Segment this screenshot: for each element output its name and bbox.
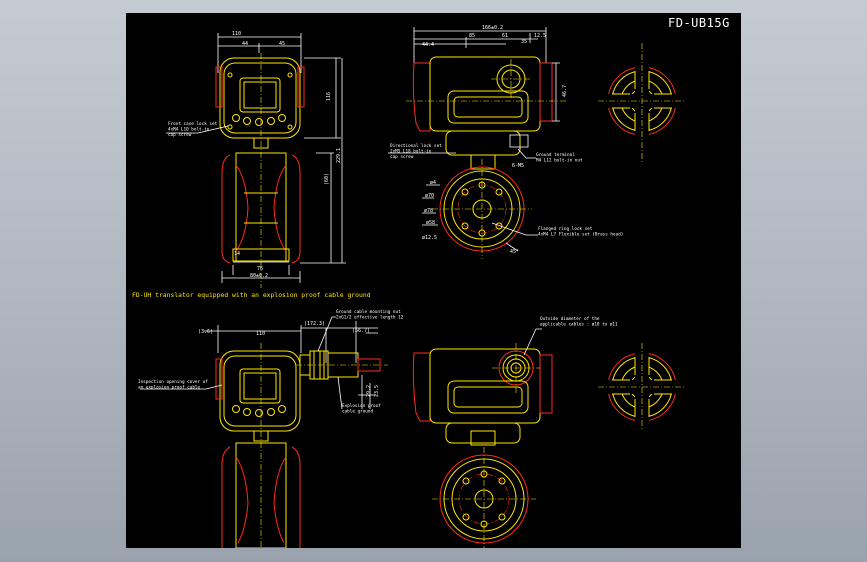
dim-110b: 110 bbox=[256, 331, 265, 337]
flange-bottom bbox=[432, 447, 536, 548]
note-line: M4 L12 bolt-in nut bbox=[536, 157, 583, 163]
dim-567: (56.7) bbox=[352, 328, 370, 334]
note-line: applicable cables : ø10 to ø11 bbox=[540, 321, 618, 327]
dim-o125: ø12.5 bbox=[422, 235, 437, 241]
ring-view-top bbox=[598, 43, 686, 163]
dim-o58: ø58 bbox=[426, 220, 435, 226]
dim-6m5: 6-M5 bbox=[512, 163, 524, 169]
dim-45: 45 bbox=[279, 41, 285, 47]
dim-14: 14 bbox=[234, 251, 240, 257]
front-view-bottom: (3.6) 110 (172.3) (56.7) 29.2 23.5 Inspe… bbox=[138, 309, 404, 548]
note-line: an explosion proof cable bbox=[138, 384, 200, 390]
dim-36: (3.6) bbox=[198, 329, 213, 335]
drawing-title: FD-UB15G bbox=[668, 16, 730, 30]
note-line: cable ground bbox=[342, 408, 373, 414]
dim-1723: (172.3) bbox=[304, 321, 325, 327]
dim-467: 46.7 bbox=[562, 85, 568, 97]
dim-60: (60) bbox=[324, 173, 330, 185]
dim-35: 35 bbox=[521, 39, 527, 45]
dim-166: 166±0.2 bbox=[482, 25, 503, 31]
dim-o78: ø78 bbox=[424, 208, 433, 214]
ring-view-bottom bbox=[598, 343, 686, 431]
dim-229: 229.1 bbox=[336, 148, 342, 163]
dim-125: 12.5 bbox=[534, 33, 546, 39]
dim-o70: ø70 bbox=[425, 193, 434, 199]
dim-o4: ø4 bbox=[430, 180, 436, 186]
note-line: 2xM5 L18 bolt-in bbox=[390, 148, 432, 154]
cad-drawing: FD-UB15G 110 44 45 116 229.1 (60) bbox=[132, 16, 730, 548]
note-line: cap screw bbox=[390, 155, 414, 160]
note-line: 2xG1/2 effective length 12 bbox=[336, 314, 404, 320]
section-heading: FD-UH translator equipped with an explos… bbox=[132, 291, 371, 299]
flange-top: ø4 ø70 ø78 ø58 ø12.5 45° Flanged ring lo… bbox=[422, 159, 623, 259]
note-line: 4xM4 L7 Flexible set (Brass head) bbox=[538, 231, 623, 237]
dim-110: 110 bbox=[232, 31, 241, 37]
dim-80: 80±0.2 bbox=[250, 273, 268, 279]
drawing-sheet: FD-UB15G 110 44 45 116 229.1 (60) bbox=[126, 13, 741, 548]
dim-85: 85 bbox=[469, 33, 475, 39]
dim-44: 44 bbox=[242, 41, 248, 47]
front-view-top: 110 44 45 116 229.1 (60) 14 76 80±0.2 bbox=[166, 31, 346, 288]
dim-444: 44.4 bbox=[422, 42, 434, 48]
dim-61: 61 bbox=[502, 33, 508, 39]
dim-76: 76 bbox=[257, 266, 263, 272]
dim-116: 116 bbox=[326, 92, 332, 101]
note-line: cap screw bbox=[168, 133, 192, 138]
dim-292: 29.2 bbox=[366, 385, 372, 397]
side-view-top: 166±0.2 85 44.4 61 35 12.5 46.7 Ground t… bbox=[388, 25, 583, 170]
dim-45deg: 45° bbox=[510, 249, 519, 255]
note-line: 4xM4 L10 bolt-in bbox=[168, 126, 210, 132]
dim-235: 23.5 bbox=[374, 385, 380, 397]
